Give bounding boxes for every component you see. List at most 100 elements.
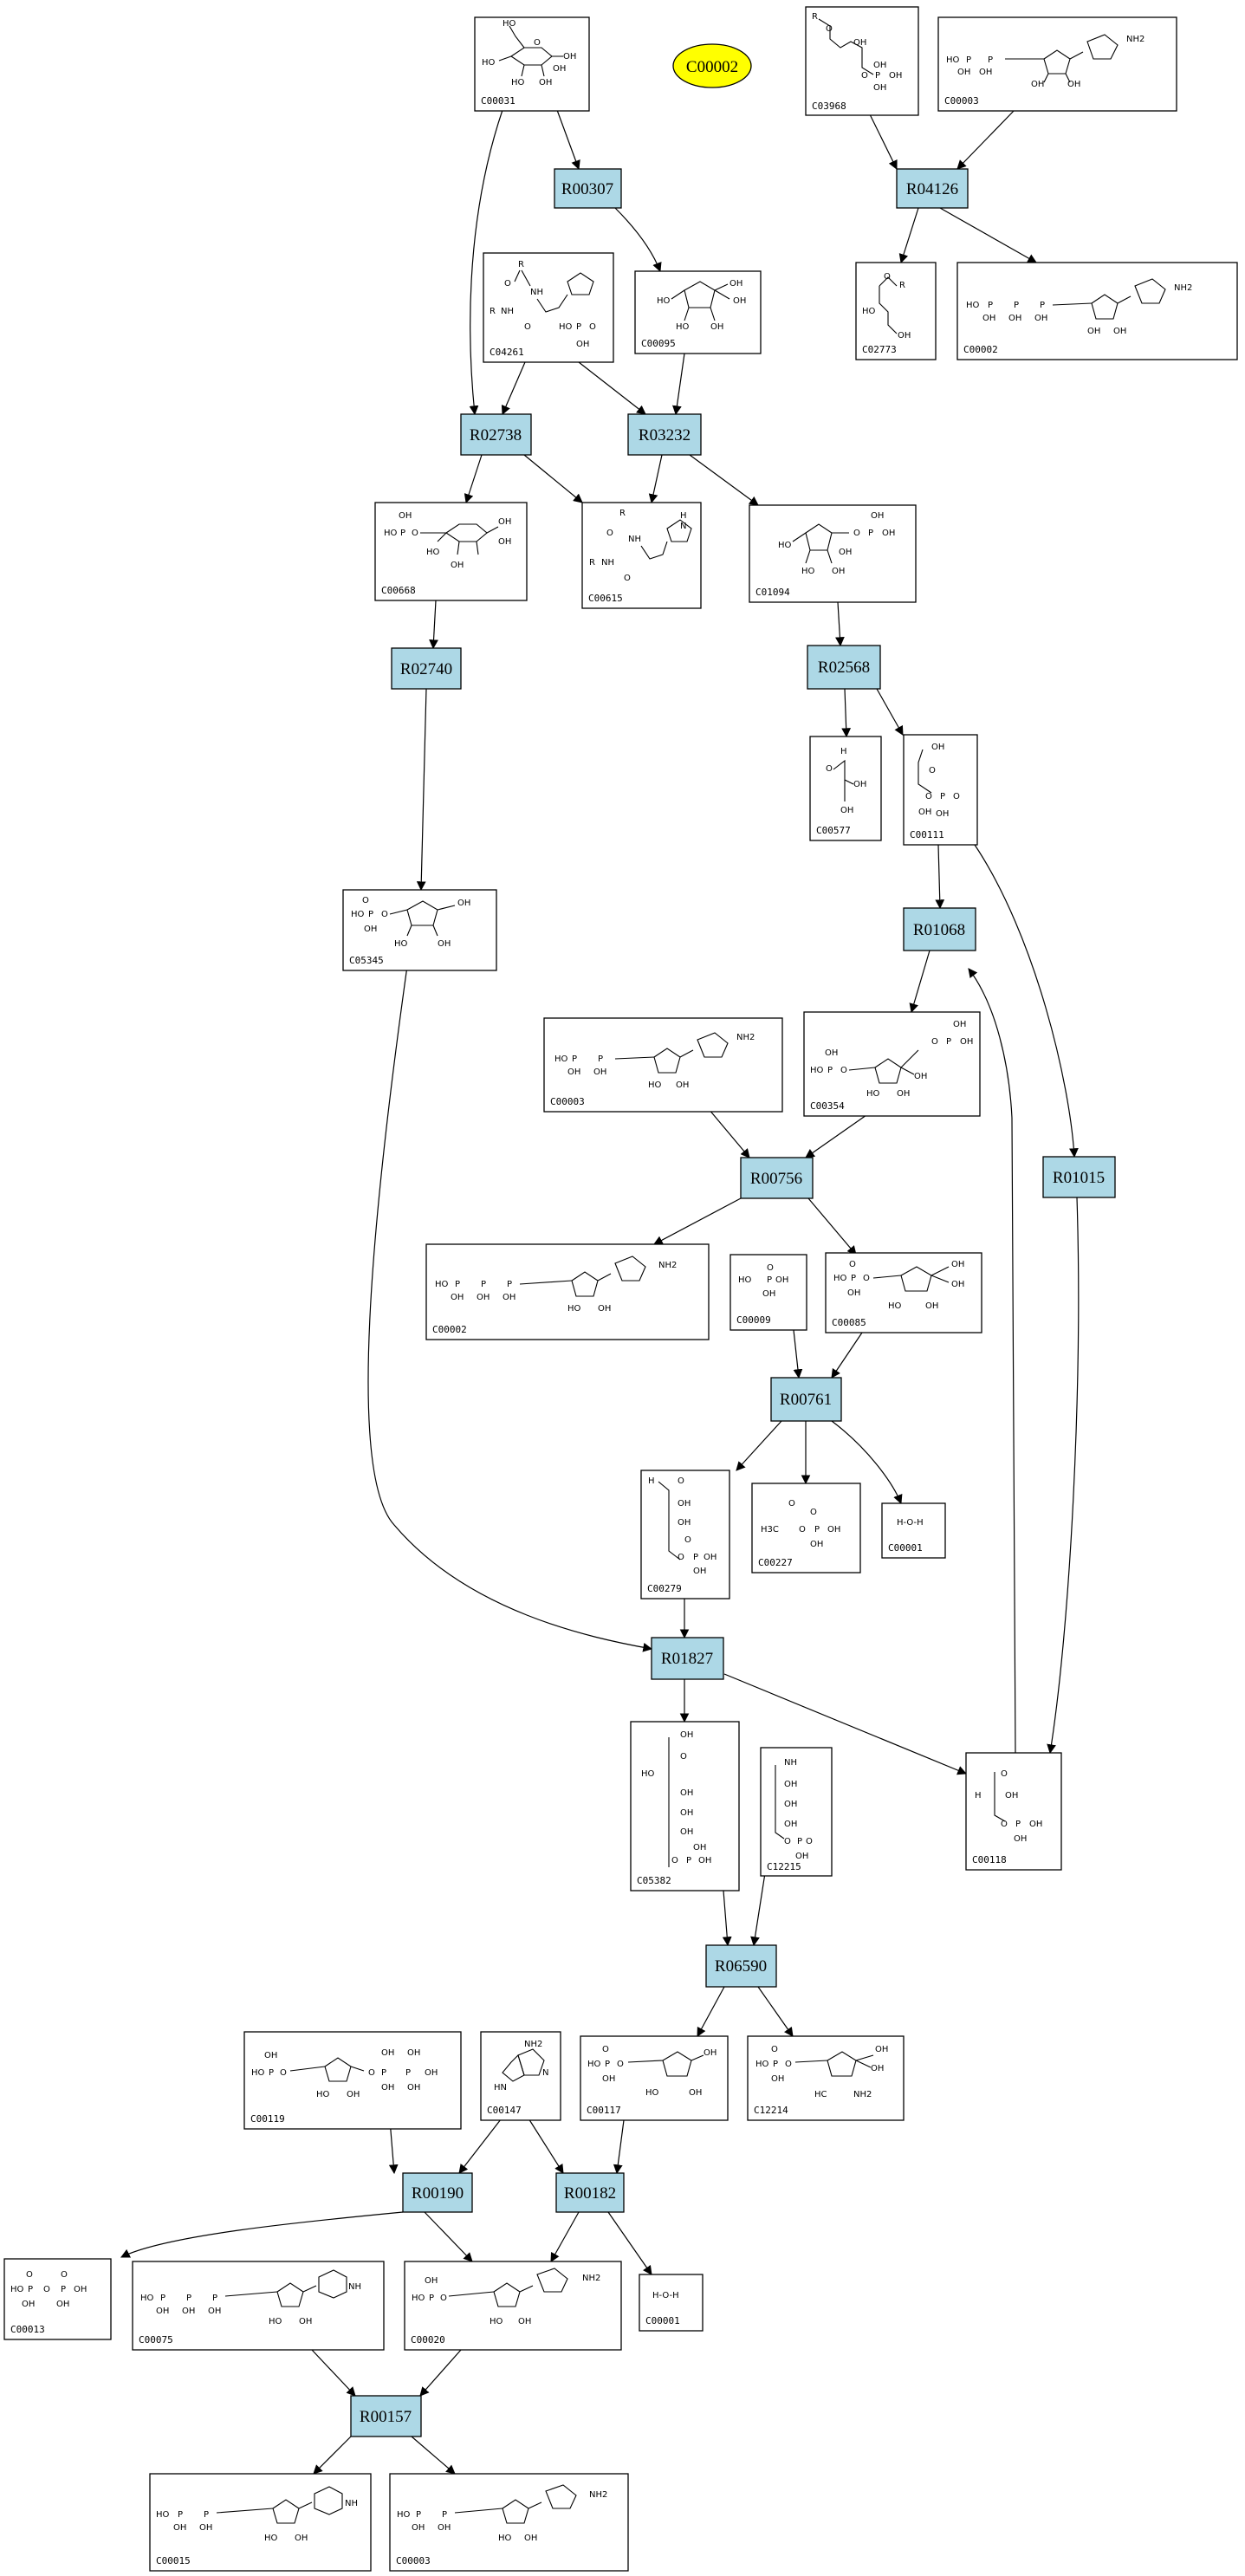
svg-text:HO: HO [435,1280,449,1289]
compound-C00354[interactable]: OH O P OH OH HO P O OH HO OH C00354 [803,1011,981,1117]
svg-text:O: O [534,38,541,48]
svg-text:P: P [61,2285,66,2294]
svg-text:HO: HO [156,2510,170,2520]
reaction-R00307[interactable]: R00307 [554,168,622,209]
compound-C00577[interactable]: H O OH OH C00577 [809,736,882,841]
svg-text:HO: HO [482,58,496,68]
reaction-R00756[interactable]: R00756 [740,1157,814,1199]
compound-C00003[interactable]: HO P P OH OH NH2 HO OH C00003 [543,1017,783,1113]
reaction-R01015[interactable]: R01015 [1042,1156,1116,1198]
svg-text:OH: OH [602,2074,615,2084]
svg-text:H: H [680,511,687,521]
reaction-R06590[interactable]: R06590 [705,1944,777,1988]
compound-C00111[interactable]: OH O O P O OH OH C00111 [903,734,978,846]
reaction-label: R00182 [564,2184,616,2203]
svg-text:P: P [572,1054,577,1064]
svg-text:OH: OH [871,511,884,521]
svg-text:HO: HO [778,541,792,550]
compound-C05382[interactable]: OH O HO OH OH OH OH O P OH C05382 [630,1721,740,1891]
svg-text:OH: OH [680,1730,693,1740]
compound-C00227[interactable]: O H3C O P OH O OH C00227 [751,1483,861,1574]
svg-text:NH: NH [348,2282,361,2292]
svg-text:O: O [861,71,868,81]
compound-C03968[interactable]: R O OH OH O P OH OH C03968 [805,6,919,116]
structure-NAD: HO P P OH OH NH2 OH OH [946,34,1144,89]
compound-C02773[interactable]: O R HO OH C02773 [855,262,937,360]
compound-C00117[interactable]: O HO P O OH OH HO OH C00117 [580,2035,729,2121]
svg-text:P: P [416,2510,421,2520]
compound-C00615[interactable]: R O NH H N R NH O C00615 [581,502,702,609]
svg-text:OH: OH [182,2307,195,2316]
compound-C00001[interactable]: H-O-H C00001 [881,1502,946,1559]
compound-C12214[interactable]: O HO P O OH OH OH HC NH2 C12214 [747,2035,905,2121]
structure-adenine: NH2 N HN [494,2040,548,2093]
svg-text:OH: OH [1113,327,1126,336]
compound-C00031[interactable]: O HO OH HO HO OH OH C00031 [474,16,590,112]
edge [968,968,1016,1754]
compound-C00119[interactable]: OH HO P O O P P OH OH OH OH OH HO OH C00… [243,2031,462,2130]
svg-text:R: R [490,307,496,316]
edge [793,1329,803,1379]
svg-text:P: P [946,1037,951,1047]
reaction-R01068[interactable]: R01068 [903,907,976,951]
compound-C00118[interactable]: O H OH O P OH OH C00118 [965,1752,1062,1871]
highlight-compound[interactable]: C00002 [672,43,752,88]
svg-text:P: P [186,2294,191,2303]
compound-C00013[interactable]: O O HO P O P OH OH OH C00013 [3,2258,112,2340]
edge [805,1108,876,1158]
reaction-R02568[interactable]: R02568 [807,645,881,690]
reaction-label: R02568 [818,659,870,677]
compound-C00001[interactable]: H-O-H C00001 [639,2274,704,2332]
svg-text:P: P [875,71,880,81]
reaction-R04126[interactable]: R04126 [896,168,969,209]
compound-C00095[interactable]: HO OH OH HO OH C00095 [634,270,762,354]
structure-glucose: O HO OH HO HO OH OH [482,19,576,88]
compound-C00147[interactable]: NH2 N HN C00147 [480,2031,561,2121]
compound-C00015[interactable]: HO P P OH OH NH HO OH C00015 [149,2473,372,2572]
svg-text:OH: OH [771,2074,784,2084]
reaction-R02740[interactable]: R02740 [391,647,462,690]
edge [523,2111,564,2174]
compound-C00075[interactable]: HO P P P OH OH OH NH HO OH C00075 [132,2261,385,2351]
svg-text:OH: OH [871,2064,884,2073]
svg-text:OH: OH [425,2068,438,2078]
compound-C00003[interactable]: HO P P OH OH NH2 OH OH C00003 [937,16,1177,112]
compound-id: C00002 [963,344,998,355]
compound-id: C00111 [910,829,944,840]
compound-C00668[interactable]: OH HO P O OH OH HO OH C00668 [374,502,528,601]
compound-C00003[interactable]: HO P P OH OH NH2 HO OH C00003 [389,2473,629,2572]
compound-C05345[interactable]: O HO P O OH OH HO OH C05345 [342,889,497,971]
reaction-R01827[interactable]: R01827 [651,1637,724,1680]
compound-C01094[interactable]: OH O P OH HO OH HO OH C01094 [749,504,917,603]
reaction-R00157[interactable]: R00157 [350,2395,422,2437]
edge [607,2211,652,2275]
edge [523,454,583,503]
compound-C00279[interactable]: H O OH OH O O P OH OH C00279 [640,1470,730,1599]
svg-text:HO: HO [946,55,960,65]
compound-C04261[interactable]: R O NH R NH O HO P O OH C04261 [483,252,614,363]
svg-text:N: N [680,522,686,531]
compound-C00085[interactable]: O HO P O OH OH OH HO OH C00085 [825,1252,982,1333]
svg-text:H3C: H3C [761,1525,779,1535]
compound-C00009[interactable]: O HO P OH OH C00009 [729,1254,807,1331]
structure-DHAP: OH O O P O OH OH [918,743,960,819]
edge [578,361,646,415]
reaction-R02738[interactable]: R02738 [460,413,532,456]
reaction-R03232[interactable]: R03232 [627,413,702,456]
compound-C00020[interactable]: OH HO P O NH2 HO OH C00020 [404,2261,622,2351]
svg-text:HO: HO [862,307,876,316]
svg-text:OH: OH [839,548,852,557]
edge [722,1890,732,1947]
svg-text:OH: OH [438,2523,451,2533]
svg-text:OH: OH [889,71,902,81]
compound-C00002[interactable]: HO P P P OH OH OH NH2 HO OH C00002 [425,1243,710,1340]
edge [464,454,483,504]
reaction-R00761[interactable]: R00761 [770,1377,842,1422]
reaction-R00182[interactable]: R00182 [555,2172,625,2213]
svg-text:OH: OH [503,1293,516,1302]
compound-C00002[interactable]: HO P P P OH OH OH NH2 OH OH C00002 [956,262,1238,360]
compound-C12215[interactable]: NH OH OH OH O P O OH C12215 [760,1747,833,1877]
reaction-R00190[interactable]: R00190 [402,2172,473,2213]
svg-text:OH: OH [598,1304,611,1314]
svg-text:O: O [767,1263,774,1273]
